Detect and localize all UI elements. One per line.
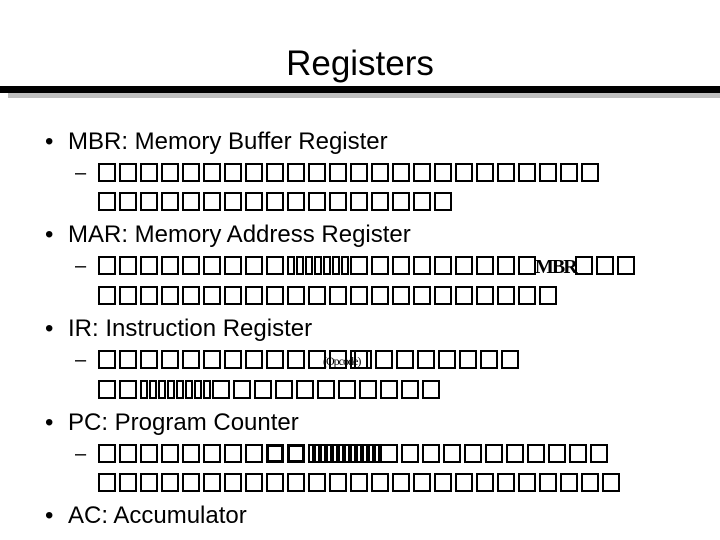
- divider-bar: [0, 86, 720, 93]
- bullet-marker-icon: •: [45, 409, 54, 436]
- subbullet-tofu-line: [98, 159, 720, 188]
- bullet-item-pc: • PC: Program Counter: [0, 405, 720, 440]
- title-divider: [0, 86, 720, 98]
- bullet-group-ac: • AC: Accumulator: [0, 498, 720, 533]
- bullet-marker-icon: •: [45, 128, 54, 155]
- bullet-marker-icon: •: [45, 502, 54, 529]
- subbullet-tofu-line: [98, 440, 720, 469]
- bullet-group-ir: • IR: Instruction Register – (Opcode): [0, 311, 720, 405]
- dash-marker-icon: –: [75, 443, 87, 465]
- fragment-opcode: (Opcode): [323, 354, 361, 368]
- bullet-label: PC: Program Counter: [68, 409, 299, 436]
- subbullet-item-ir: – (Opcode): [0, 346, 720, 405]
- subbullet-item-mar: – MBR: [0, 252, 720, 311]
- subbullet-tofu-line: – (Opcode): [75, 346, 720, 376]
- fragment-mbr: MBR: [535, 256, 578, 278]
- subbullet-item-pc: –: [0, 440, 720, 498]
- subbullet-tofu-line: [98, 376, 720, 405]
- bullet-item-mar: • MAR: Memory Address Register: [0, 217, 720, 252]
- dash-marker-icon: –: [75, 349, 87, 371]
- bullet-label: IR: Instruction Register: [68, 315, 313, 342]
- bullet-group-mbr: • MBR: Memory Buffer Register –: [0, 124, 720, 217]
- bullet-item-mbr: • MBR: Memory Buffer Register: [0, 124, 720, 159]
- bullet-label: MAR: Memory Address Register: [68, 221, 411, 248]
- subbullet-item-mbr: –: [0, 159, 720, 217]
- title-block: Registers: [0, 44, 720, 84]
- dash-marker-icon: –: [75, 162, 87, 184]
- divider-shadow: [8, 93, 720, 98]
- bullet-marker-icon: •: [45, 221, 54, 248]
- bullet-label: AC: Accumulator: [68, 502, 247, 529]
- dash-marker-icon: –: [75, 255, 87, 277]
- subbullet-tofu-line: [98, 188, 720, 217]
- bullet-group-pc: • PC: Program Counter –: [0, 405, 720, 498]
- page-title: Registers: [286, 44, 434, 83]
- subbullet-tofu-line: [98, 282, 720, 311]
- subbullet-tofu-line: MBR: [98, 252, 720, 282]
- bullet-group-mar: • MAR: Memory Address Register – MBR: [0, 217, 720, 311]
- bullet-marker-icon: •: [45, 315, 54, 342]
- slide-body: • MBR: Memory Buffer Register – • MAR: M…: [0, 124, 720, 540]
- subbullet-tofu-line: [98, 469, 720, 498]
- bullet-item-ac: • AC: Accumulator: [0, 498, 720, 533]
- bullet-label: MBR: Memory Buffer Register: [68, 128, 388, 155]
- bullet-item-ir: • IR: Instruction Register: [0, 311, 720, 346]
